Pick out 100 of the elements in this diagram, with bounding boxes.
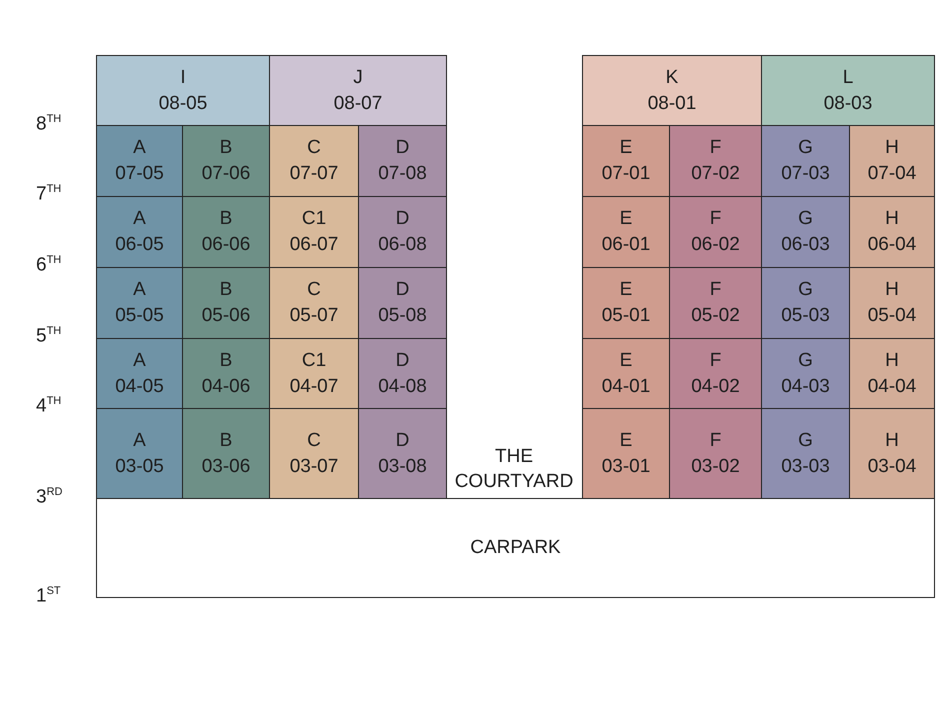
unit-type: E	[620, 207, 632, 231]
unit-number: 07-01	[602, 162, 650, 186]
unit-type: H	[885, 207, 899, 231]
unit-number: 07-07	[290, 162, 338, 186]
unit-cell	[582, 267, 670, 339]
unit-type: F	[710, 136, 722, 160]
unit-type: A	[133, 207, 146, 231]
unit-type: B	[220, 207, 232, 231]
unit-type: C1	[302, 207, 326, 231]
unit-type: A	[133, 136, 146, 160]
unit-type: K	[666, 66, 678, 90]
unit-type: D	[396, 428, 410, 452]
unit-cell	[96, 408, 183, 499]
unit-number: 04-08	[378, 374, 427, 398]
unit-number: 03-08	[378, 454, 427, 478]
unit-number: 08-05	[158, 92, 208, 116]
unit-cell	[96, 196, 183, 268]
unit-number: 06-02	[691, 233, 740, 257]
unit-type: E	[620, 348, 632, 372]
unit-type: F	[710, 207, 722, 231]
unit-cell	[761, 125, 850, 197]
unit-type: F	[710, 348, 722, 372]
area-label: THE COURTYARD	[454, 445, 574, 494]
unit-cell	[669, 408, 762, 499]
unit-number: 03-05	[115, 454, 164, 478]
unit-cell	[669, 267, 762, 339]
unit-cell	[269, 267, 359, 339]
unit-number: 03-07	[290, 454, 338, 478]
unit-type: G	[798, 136, 813, 160]
unit-type: B	[220, 348, 232, 372]
unit-cell	[582, 55, 762, 126]
unit-number: 05-05	[115, 304, 164, 328]
unit-type: D	[396, 136, 410, 160]
unit-type: C1	[302, 348, 326, 372]
floor-label: 5$^{TH}$	[36, 325, 62, 348]
unit-cell	[582, 338, 670, 409]
unit-number: 08-01	[648, 92, 696, 116]
unit-cell	[761, 408, 850, 499]
unit-number: 07-03	[781, 162, 830, 186]
unit-cell	[669, 196, 762, 268]
unit-cell	[96, 55, 270, 126]
unit-cell	[358, 196, 447, 268]
unit-type: J	[353, 66, 363, 90]
unit-cell	[582, 408, 670, 499]
unit-cell	[96, 125, 183, 197]
unit-number: 05-01	[602, 304, 650, 328]
unit-cell	[358, 267, 447, 339]
unit-type: C	[307, 136, 321, 160]
unit-number: 03-06	[202, 454, 250, 478]
unit-cell	[182, 125, 270, 197]
unit-cell	[182, 267, 270, 339]
unit-cell	[358, 338, 447, 409]
carpark-block	[96, 498, 935, 598]
unit-number: 04-03	[781, 374, 830, 398]
unit-cell	[96, 338, 183, 409]
unit-type: L	[842, 66, 854, 90]
unit-number: 05-02	[691, 304, 740, 328]
floor-label: 6$^{TH}$	[36, 254, 62, 276]
floor-label: 7$^{TH}$	[36, 183, 62, 206]
unit-type: E	[620, 278, 632, 302]
unit-type: E	[620, 136, 632, 160]
unit-type: G	[798, 348, 813, 372]
unit-type: E	[620, 428, 632, 452]
unit-number: 06-07	[290, 233, 338, 257]
unit-cell	[761, 196, 850, 268]
unit-cell	[358, 125, 447, 197]
unit-number: 06-03	[781, 233, 830, 257]
unit-number: 04-02	[691, 374, 740, 398]
unit-cell	[849, 338, 935, 409]
unit-cell	[761, 267, 850, 339]
unit-number: 07-08	[378, 162, 427, 186]
unit-cell	[849, 267, 935, 339]
unit-type: D	[396, 348, 410, 372]
unit-cell	[182, 196, 270, 268]
unit-type: A	[133, 428, 146, 452]
unit-number: 07-05	[115, 162, 164, 186]
unit-type: G	[798, 428, 813, 452]
unit-type: F	[710, 278, 722, 302]
unit-number: 04-01	[602, 374, 650, 398]
unit-number: 08-03	[824, 92, 872, 116]
unit-cell	[582, 196, 670, 268]
floor-label: 8$^{TH}$	[36, 113, 62, 136]
unit-cell	[358, 408, 447, 499]
unit-number: 07-02	[691, 162, 740, 186]
unit-cell	[269, 408, 359, 499]
unit-number: 03-02	[691, 454, 740, 478]
unit-number: 06-01	[602, 233, 650, 257]
unit-number: 03-03	[781, 454, 830, 478]
unit-type: H	[885, 278, 899, 302]
unit-cell	[582, 125, 670, 197]
unit-cell	[96, 267, 183, 339]
unit-cell	[269, 55, 447, 126]
unit-number: 05-06	[202, 304, 250, 328]
unit-number: 06-08	[378, 233, 427, 257]
unit-type: B	[220, 428, 232, 452]
unit-cell	[669, 125, 762, 197]
unit-type: A	[133, 278, 146, 302]
floor-label: 1$^{ST}$	[36, 585, 61, 608]
unit-type: H	[885, 348, 899, 372]
floor-label: 4$^{TH}$	[36, 395, 62, 418]
